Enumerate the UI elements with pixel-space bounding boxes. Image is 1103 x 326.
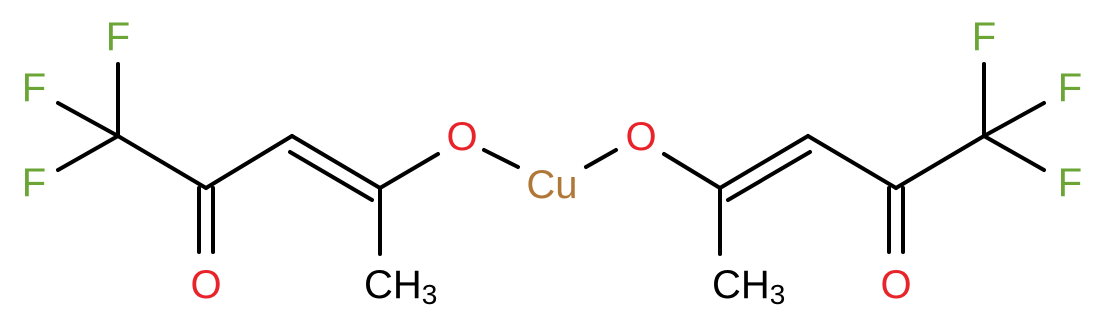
left-ligand-labels: F F F O O CH3 (22, 15, 478, 310)
atom-F-mid-left: F (22, 66, 46, 110)
bond-F-bot-CF3-right (982, 134, 1046, 172)
bond-Ccarbonyl-CF3-right (894, 134, 986, 190)
bond-CH-Ccarbonyl-right (806, 134, 898, 190)
left-ligand-bonds (56, 62, 520, 256)
bond-F-mid-CF3-left (56, 101, 120, 138)
bond-C-O-enolate-left (378, 152, 440, 190)
bond-O-C-enolate-right (662, 152, 722, 190)
bond-F-mid-CF3-right (982, 101, 1046, 138)
bond-Cu-O-right (584, 148, 618, 169)
atom-O-carbonyl-right: O (880, 263, 911, 307)
atom-F-bot-right: F (1058, 161, 1082, 205)
bond-CC-double-b-right (726, 150, 812, 202)
methyl-main-left: CH (364, 263, 422, 307)
methyl-group-right: CH3 (712, 263, 785, 310)
atom-O-enolate-left: O (446, 115, 477, 159)
right-ligand-bonds (584, 62, 1046, 256)
bond-CC-double-b-left (288, 150, 374, 202)
right-ligand-labels: O CH3 O F F F (625, 15, 1082, 310)
atom-O-enolate-right: O (625, 115, 656, 159)
bond-O-Cu-left (482, 148, 520, 169)
bond-F-bot-CF3-left (56, 134, 120, 172)
atom-F-mid-right: F (1058, 66, 1082, 110)
methyl-subscript-left: 3 (422, 279, 438, 310)
atom-F-bot-left: F (22, 161, 46, 205)
bond-CC-double-a-left (290, 134, 382, 190)
bond-CC-double-a-right (718, 134, 810, 190)
methyl-group-left: CH3 (364, 263, 437, 310)
atom-F-top-right: F (972, 15, 996, 59)
atom-F-top-left: F (106, 15, 130, 59)
methyl-subscript-right: 3 (770, 279, 786, 310)
atom-O-carbonyl-left: O (190, 263, 221, 307)
atom-copper: Cu (526, 163, 577, 207)
bond-CF3-Ccarbonyl-left (116, 134, 208, 190)
methyl-main-right: CH (712, 263, 770, 307)
bond-Ccarbonyl-CH-left (204, 134, 294, 190)
